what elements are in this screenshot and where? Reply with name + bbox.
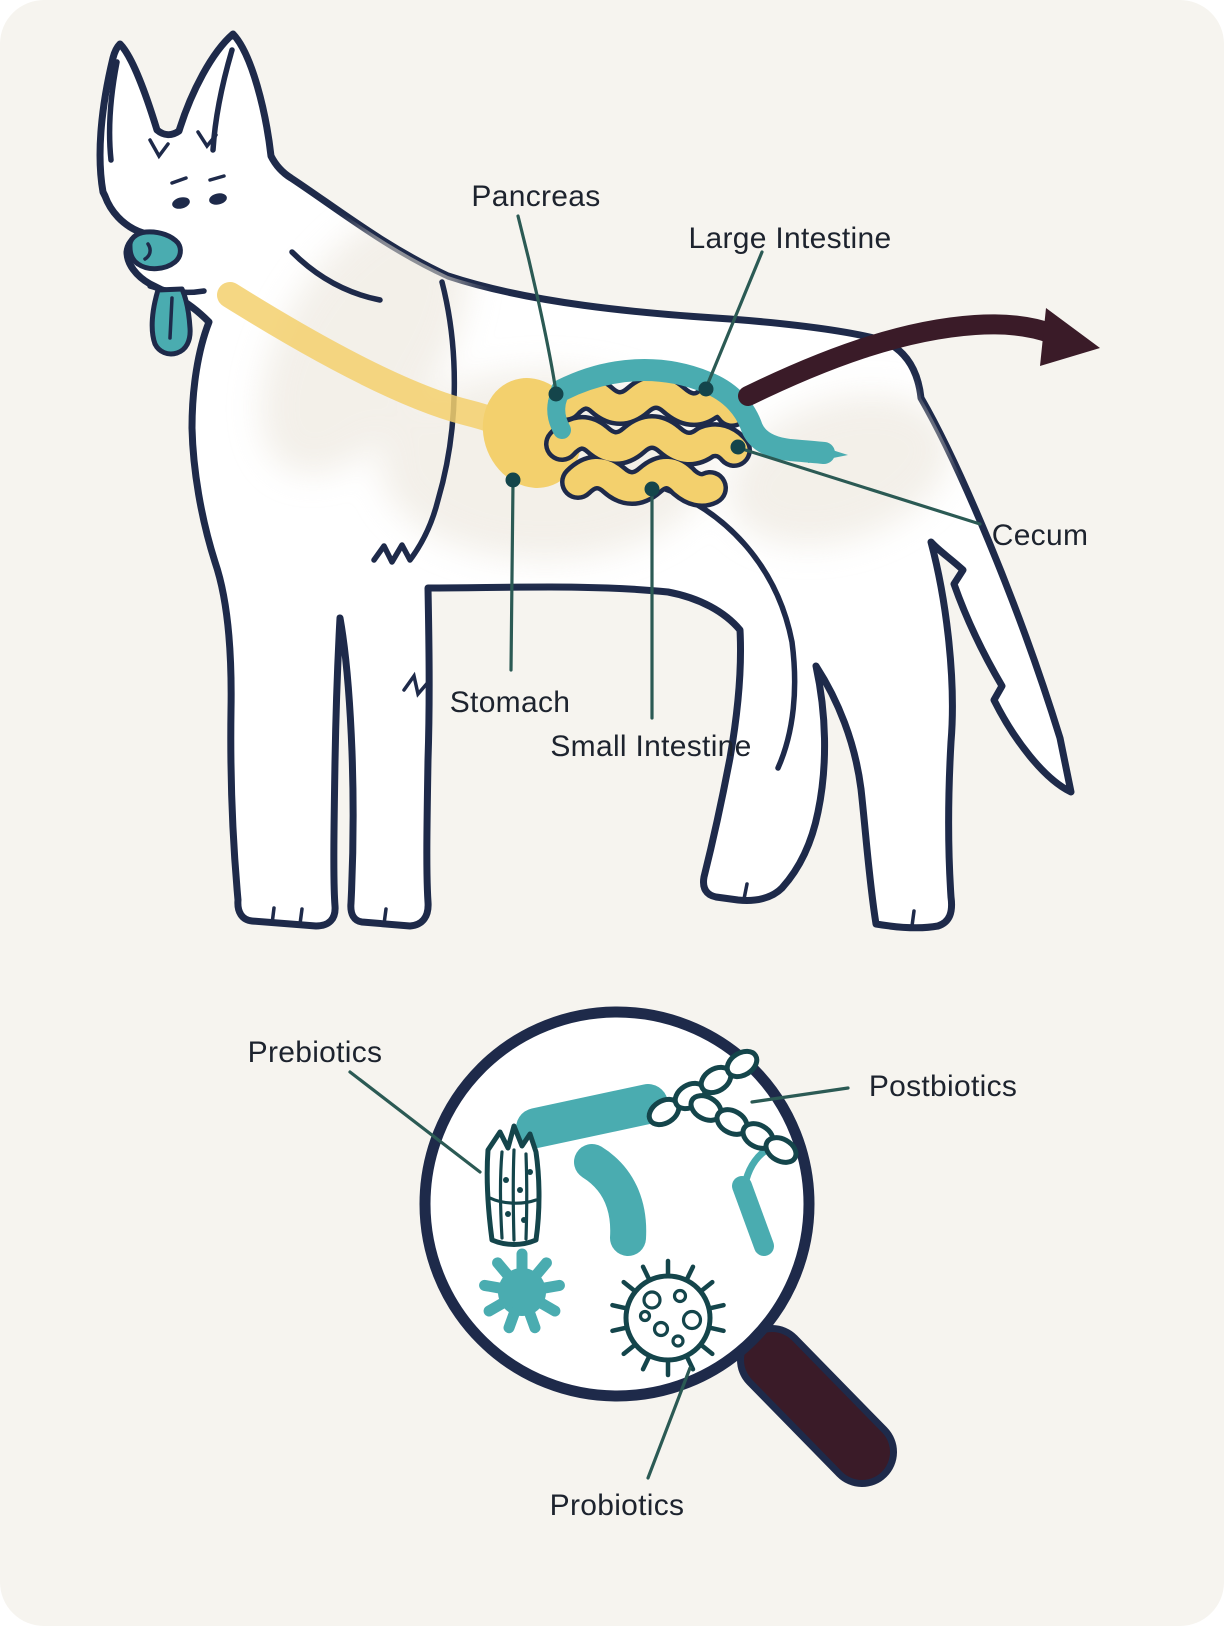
stomach-dot [505,472,521,488]
prebiotics-label: Prebiotics [247,1036,383,1069]
postbiotics-label: Postbiotics [868,1070,1018,1103]
small-intestine-label: Small Intestine [550,730,752,763]
digestive-tract [217,282,1100,508]
stomach-label: Stomach [449,686,571,719]
digestion-exit-arrow [738,308,1100,406]
label-leader-lines [505,214,982,720]
microbe-capsule [516,1084,668,1148]
dog-nose [127,229,183,272]
microbe-crescent [574,1144,647,1256]
postbiotics-line [750,1086,850,1104]
prebiotics-asparagus [484,1123,542,1247]
probiotics-microbe [610,1258,726,1378]
prebiotics-line [348,1070,482,1174]
small-intestine-shape [544,374,752,508]
small-intestine-dot [644,481,660,497]
postbiotics-chain [646,1048,799,1165]
pancreas-label: Pancreas [471,180,601,213]
probiotics-line [646,1366,692,1480]
large-intestine-line [704,250,764,390]
cecum-line [737,446,982,526]
nostril-line [143,242,152,261]
dog-eye-right [209,193,227,205]
pancreas-line [516,214,558,394]
cecum-label: Cecum [991,519,1089,552]
cecum-shape [808,443,848,463]
stomach-line [509,480,515,672]
large-intestine-dot [698,381,714,397]
microbe-sun [479,1248,565,1334]
cecum-dot [730,439,746,455]
large-intestine-label: Large Intestine [688,222,892,255]
pancreas-dot [548,386,564,402]
tongue-line [168,296,174,340]
microbe-rod [732,1176,774,1256]
probiotics-label: Probiotics [549,1489,685,1522]
magnifier [348,1006,897,1487]
dog-eye-left [172,197,190,209]
